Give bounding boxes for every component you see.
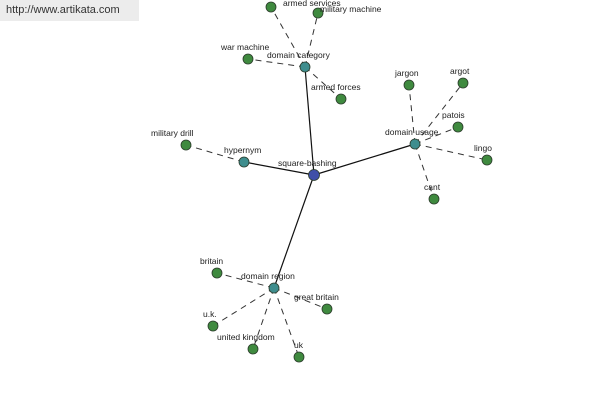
- edge-square-bashing-domain-category: [304, 66, 315, 176]
- leaf-node-patois[interactable]: [452, 121, 464, 133]
- leaf-label-lingo[interactable]: lingo: [474, 143, 492, 153]
- leaf-label-jargon[interactable]: jargon: [394, 68, 419, 78]
- relation-node-domain-region[interactable]: [268, 282, 280, 294]
- leaf-node-great-britain[interactable]: [321, 303, 333, 315]
- leaf-node-uk[interactable]: [293, 351, 305, 363]
- site-url[interactable]: http://www.artikata.com: [0, 0, 139, 21]
- relation-label-domain-category[interactable]: domain category: [267, 50, 331, 60]
- leaf-node-britain[interactable]: [211, 267, 223, 279]
- edge-domain-region-u-k-dot: [212, 287, 275, 327]
- edge-square-bashing-domain-region: [273, 174, 315, 289]
- relation-node-hypernym[interactable]: [238, 156, 250, 168]
- leaf-label-united-kingdom[interactable]: united kingdom: [217, 332, 275, 342]
- leaf-node-jargon[interactable]: [403, 79, 415, 91]
- leaf-label-argot[interactable]: argot: [450, 66, 470, 76]
- relation-node-domain-usage[interactable]: [409, 138, 421, 150]
- leaf-node-cant[interactable]: [428, 193, 440, 205]
- leaf-label-war-machine[interactable]: war machine: [220, 42, 269, 52]
- leaf-node-u-k-dot[interactable]: [207, 320, 219, 332]
- leaf-label-great-britain[interactable]: great britain: [294, 292, 339, 302]
- edge-domain-usage-jargon: [408, 84, 416, 145]
- edge-domain-region-great-britain: [273, 287, 328, 310]
- edge-domain-usage-lingo: [414, 143, 488, 161]
- relation-node-domain-category[interactable]: [299, 61, 311, 73]
- relation-label-hypernym[interactable]: hypernym: [224, 145, 261, 155]
- edge-square-bashing-hypernym: [243, 161, 315, 176]
- graph-nodes: [180, 1, 493, 363]
- leaf-label-patois[interactable]: patois: [442, 110, 465, 120]
- leaf-label-armed-forces[interactable]: armed forces: [311, 82, 361, 92]
- edge-domain-usage-patois: [414, 126, 459, 145]
- leaf-label-armed-services[interactable]: armed services: [283, 0, 341, 8]
- center-node-square-bashing[interactable]: [308, 169, 320, 181]
- edge-domain-usage-cant: [414, 143, 435, 200]
- leaf-node-lingo[interactable]: [481, 154, 493, 166]
- leaf-label-uk[interactable]: uk: [294, 340, 304, 350]
- leaf-label-military-machine[interactable]: military machine: [320, 4, 382, 14]
- center-label-square-bashing[interactable]: square-bashing: [278, 158, 337, 168]
- leaf-label-u-k-dot[interactable]: u.k.: [203, 309, 217, 319]
- edge-domain-usage-argot: [414, 82, 464, 145]
- relation-label-domain-usage[interactable]: domain usage: [385, 127, 439, 137]
- graph-edges: [185, 6, 488, 358]
- leaf-node-armed-forces[interactable]: [335, 93, 347, 105]
- leaf-label-britain[interactable]: britain: [200, 256, 223, 266]
- leaf-node-argot[interactable]: [457, 77, 469, 89]
- leaf-label-cant[interactable]: cant: [424, 182, 441, 192]
- edge-domain-region-britain: [216, 272, 275, 289]
- leaf-node-armed-services[interactable]: [265, 1, 277, 13]
- edge-domain-category-war-machine: [247, 58, 306, 68]
- leaf-label-military-drill[interactable]: military drill: [151, 128, 194, 138]
- leaf-node-war-machine[interactable]: [242, 53, 254, 65]
- leaf-node-military-drill[interactable]: [180, 139, 192, 151]
- relation-label-domain-region[interactable]: domain region: [241, 271, 295, 281]
- edge-square-bashing-domain-usage: [313, 143, 416, 176]
- edge-domain-category-armed-services: [270, 6, 306, 68]
- leaf-node-united-kingdom[interactable]: [247, 343, 259, 355]
- leaf-node-military-machine[interactable]: [312, 7, 324, 19]
- edge-domain-category-military-machine: [304, 12, 319, 68]
- edge-domain-region-uk: [273, 287, 300, 358]
- edge-domain-category-armed-forces: [304, 66, 342, 100]
